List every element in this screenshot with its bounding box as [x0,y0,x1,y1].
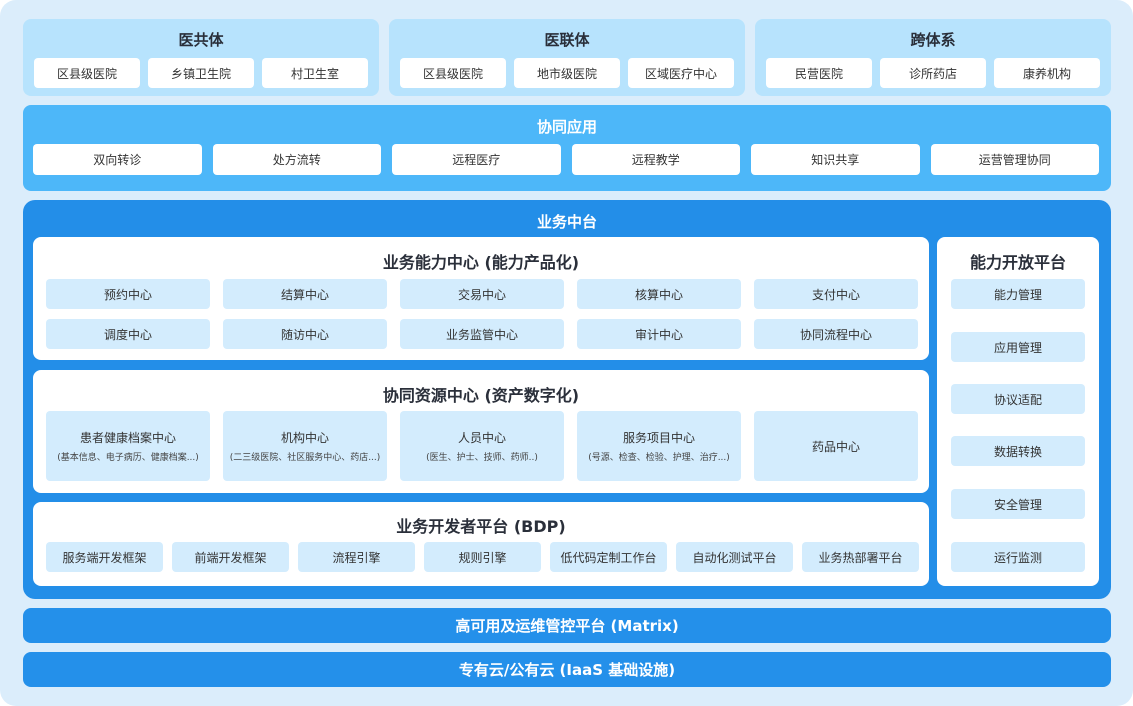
open-item: 能力管理 [951,279,1085,309]
matrix-bar: 高可用及运维管控平台 (Matrix) [23,608,1111,643]
resource-item-label: 患者健康档案中心 [79,431,176,445]
open-title: 能力开放平台 [969,253,1066,272]
group-kuatixi: 跨体系 民营医院 诊所药店 康养机构 [755,19,1111,96]
open-item: 协议适配 [951,384,1085,414]
group-item: 诊所药店 [880,58,986,88]
capability-center-panel: 业务能力中心 (能力产品化) 预约中心 结算中心 交易中心 核算中心 支付中心 … [33,237,929,360]
group-title: 医共体 [178,31,224,49]
group-item: 康养机构 [994,58,1100,88]
capability-item: 支付中心 [754,279,918,309]
collab-title: 协同应用 [536,118,597,136]
resource-item-label: 服务项目中心 [622,431,695,445]
resource-item: 机构中心 (二三级医院、社区服务中心、药店...) [223,411,387,481]
resource-item-sub: (基本信息、电子病历、健康档案...) [57,453,199,463]
capability-item: 交易中心 [400,279,564,309]
middle-title: 业务中台 [536,213,597,231]
capability-title: 业务能力中心 (能力产品化) [382,253,580,272]
group-item: 地市级医院 [514,58,620,88]
open-item: 安全管理 [951,489,1085,519]
resource-center-panel: 协同资源中心 (资产数字化) 患者健康档案中心 (基本信息、电子病历、健康档案.… [33,370,929,493]
capability-item: 审计中心 [577,319,741,349]
developer-item: 业务热部署平台 [802,542,919,572]
group-item: 区县级医院 [34,58,140,88]
resource-item-sub: (号源、检查、检验、护理、治疗...) [588,453,730,463]
collab-item: 知识共享 [751,144,920,175]
resource-item: 患者健康档案中心 (基本信息、电子病历、健康档案...) [46,411,210,481]
open-item: 应用管理 [951,332,1085,362]
resource-item-label: 人员中心 [457,431,506,445]
capability-item: 预约中心 [46,279,210,309]
collab-item: 处方流转 [212,144,381,175]
developer-item: 规则引擎 [424,542,541,572]
resource-item-label: 机构中心 [280,431,329,445]
resource-item-sub: (医生、护士、技师、药师..) [426,453,538,463]
group-item: 区域医疗中心 [628,58,734,88]
group-item: 村卫生室 [262,58,368,88]
developer-item: 流程引擎 [298,542,415,572]
collab-item: 远程医疗 [392,144,561,175]
resource-item: 药品中心 [754,411,918,481]
developer-item: 低代码定制工作台 [550,542,667,572]
group-items: 民营医院 诊所药店 康养机构 [766,58,1100,88]
collab-item: 远程教学 [571,144,740,175]
group-item: 区县级医院 [400,58,506,88]
capability-item: 业务监管中心 [400,319,564,349]
group-items: 区县级医院 地市级医院 区域医疗中心 [400,58,734,88]
collab-item: 双向转诊 [33,144,202,175]
developer-item: 前端开发框架 [172,542,289,572]
open-item: 数据转换 [951,436,1085,466]
group-yiliânti: 医联体 区县级医院 地市级医院 区域医疗中心 [389,19,745,96]
developer-platform-panel: 业务开发者平台 (BDP) 服务端开发框架 前端开发框架 流程引擎 规则引擎 低… [33,502,929,586]
resource-item: 服务项目中心 (号源、检查、检验、护理、治疗...) [577,411,741,481]
group-item: 乡镇卫生院 [148,58,254,88]
group-yigongti: 医共体 区县级医院 乡镇卫生院 村卫生室 [23,19,379,96]
group-title: 医联体 [544,31,590,49]
collab-items: 双向转诊 处方流转 远程医疗 远程教学 知识共享 运营管理协同 [33,144,1099,175]
capability-item: 调度中心 [46,319,210,349]
capability-item: 随访中心 [223,319,387,349]
resource-title: 协同资源中心 (资产数字化) [382,386,580,405]
resource-item: 人员中心 (医生、护士、技师、药师..) [400,411,564,481]
open-item: 运行监测 [951,542,1085,572]
group-title: 跨体系 [910,31,956,49]
capability-item: 结算中心 [223,279,387,309]
group-items: 区县级医院 乡镇卫生院 村卫生室 [34,58,368,88]
capability-item: 核算中心 [577,279,741,309]
collab-item: 运营管理协同 [930,144,1099,175]
group-item: 民营医院 [766,58,872,88]
business-middle-platform: 业务中台 业务能力中心 (能力产品化) 预约中心 结算中心 交易中心 核算中心 … [23,200,1111,599]
developer-item: 自动化测试平台 [676,542,793,572]
developer-title: 业务开发者平台 (BDP) [396,517,566,536]
resource-item-sub: (二三级医院、社区服务中心、药店...) [229,453,381,463]
resource-item-label: 药品中心 [811,439,860,454]
collab-apps-band: 协同应用 双向转诊 处方流转 远程医疗 远程教学 知识共享 运营管理协同 [23,105,1111,191]
cloud-bar: 专有云/公有云 (IaaS 基础设施) [23,652,1111,687]
capability-item: 协同流程中心 [754,319,918,349]
developer-item: 服务端开发框架 [46,542,163,572]
open-platform-panel: 能力开放平台 能力管理 应用管理 协议适配 数据转换 安全管理 运行监测 [937,237,1099,586]
